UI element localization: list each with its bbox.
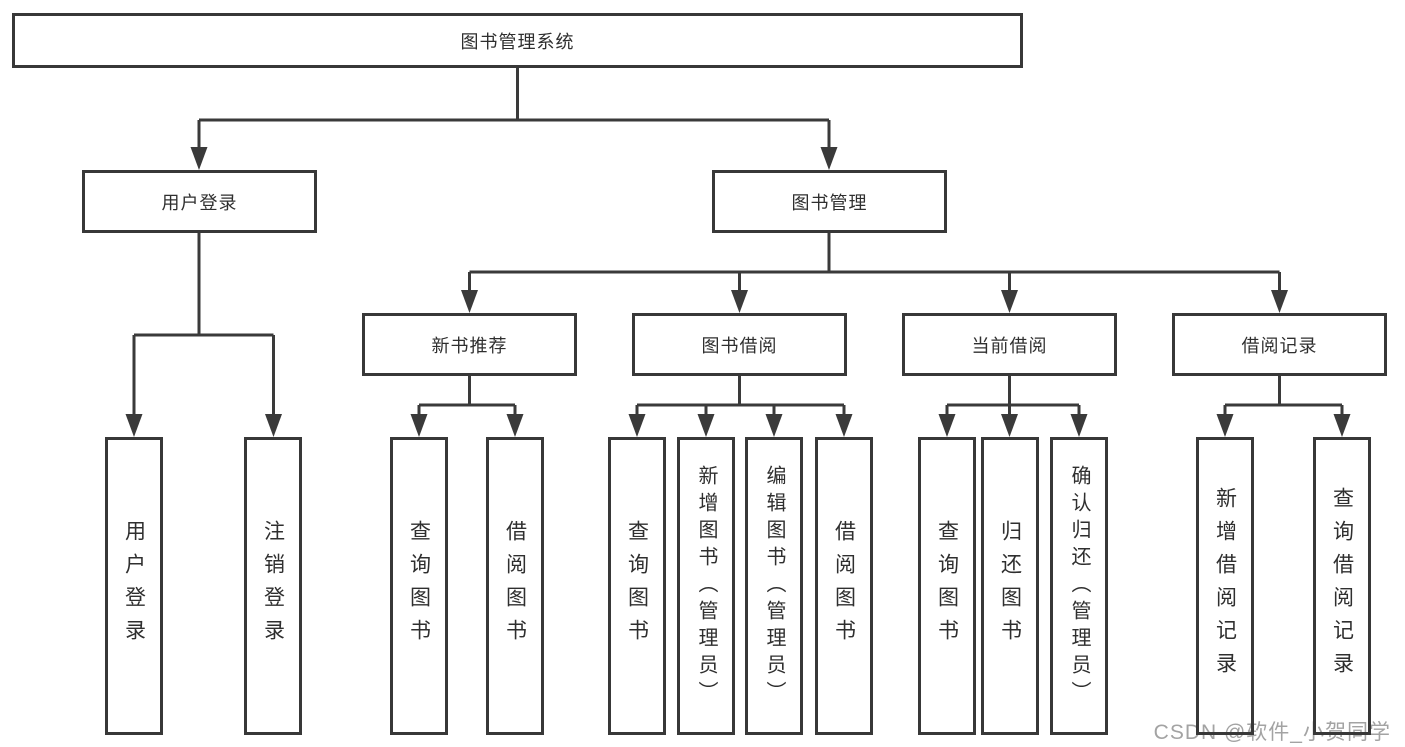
connector-userlogin-to-leaves [125,233,282,437]
arrow-down-icon [1271,290,1288,313]
leaf-return-book: 归还图书 [981,437,1039,735]
node-library-management-system: 图书管理系统 [12,13,1023,68]
node-user-login: 用户登录 [82,170,317,233]
node-book-borrow: 图书借阅 [632,313,847,376]
leaf-confirm-return-admin: 确认归还（管理员） [1050,437,1108,735]
arrow-down-icon [1001,414,1018,437]
leaf-query-book-borrow: 查询图书 [608,437,666,735]
leaf-edit-book-admin: 编辑图书（管理员） [745,437,803,735]
arrow-down-icon [938,414,956,437]
connector-borrowrecords-to-leaves [1216,376,1351,437]
arrow-down-icon [731,290,748,313]
connector-currentborrow-to-leaves [938,376,1088,437]
arrow-down-icon [461,290,478,313]
node-current-borrow: 当前借阅 [902,313,1117,376]
arrow-down-icon [1216,414,1234,437]
leaf-logout: 注销登录 [244,437,302,735]
leaf-borrow-book-recommend: 借阅图书 [486,437,544,735]
connector-bookborrow-to-leaves [628,376,853,437]
leaf-query-borrow-record: 查询借阅记录 [1313,437,1371,735]
node-book-management: 图书管理 [712,170,947,233]
node-borrow-records: 借阅记录 [1172,313,1387,376]
node-new-book-recommend: 新书推荐 [362,313,577,376]
leaf-borrow-book: 借阅图书 [815,437,873,735]
arrow-down-icon [1001,290,1018,313]
leaf-user-login: 用户登录 [105,437,163,735]
connector-root-to-level2 [190,68,838,170]
arrow-down-icon [506,414,524,437]
arrow-down-icon [410,414,428,437]
leaf-add-borrow-record: 新增借阅记录 [1196,437,1254,735]
arrow-down-icon [1333,414,1351,437]
connector-bookmgmt-to-level3 [461,233,1288,313]
leaf-add-book-admin: 新增图书（管理员） [677,437,735,735]
arrow-down-icon [835,414,853,437]
arrow-down-icon [697,414,715,437]
leaf-query-book-current: 查询图书 [918,437,976,735]
leaf-query-book-recommend: 查询图书 [390,437,448,735]
arrow-down-icon [1070,414,1088,437]
watermark-text: CSDN @软件_小贺同学 [1153,721,1391,744]
arrow-down-icon [765,414,783,437]
arrow-down-icon [125,414,143,437]
arrow-down-icon [628,414,646,437]
arrow-down-icon [190,147,208,170]
connector-newbookrec-to-leaves [410,376,524,437]
arrow-down-icon [820,147,838,170]
arrow-down-icon [265,414,282,437]
